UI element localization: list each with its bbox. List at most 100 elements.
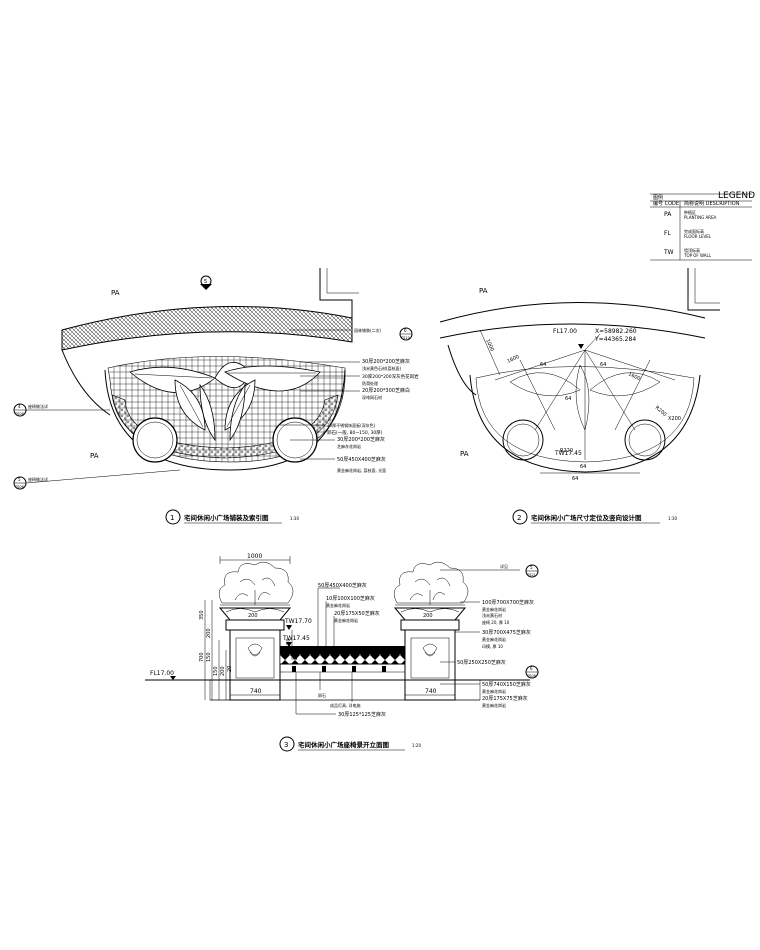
- planter-right: [624, 419, 666, 461]
- svg-text:黄金麻花岗岩: 黄金麻花岗岩: [482, 702, 506, 708]
- svg-text:黄金麻花岗岩: 黄金麻花岗岩: [482, 636, 506, 642]
- elev3-notes-top: 50厚450X400芝麻灰 10厚100X100芝麻灰 黄金麻花岗岩 20厚17…: [317, 582, 380, 664]
- legend-title-en: LEGEND: [718, 191, 755, 201]
- svg-text:TS06: TS06: [14, 412, 24, 416]
- dim-text: 1000: [484, 338, 495, 352]
- svg-text:浅米黄色石材(荔枝面): 浅米黄色石材(荔枝面): [362, 365, 402, 371]
- svg-text:200: 200: [220, 666, 226, 676]
- svg-text:20厚200*300芝麻白: 20厚200*300芝麻白: [362, 387, 410, 394]
- dim-bottom-right: 740: [425, 688, 437, 695]
- legend-row-tw: TW 墙顶标高 TOP OF WALL: [663, 247, 712, 258]
- svg-text:浅米黄石材: 浅米黄石材: [482, 612, 502, 618]
- svg-text:5: 5: [530, 565, 533, 570]
- caption-text: 宅间休闲小广场尺寸定位及竖向设计图: [531, 513, 642, 522]
- legend-desc-cn: 完成面标高: [684, 228, 704, 234]
- svg-text:3: 3: [284, 741, 288, 749]
- plan1-notes: 30厚200*200芝麻灰 浅米黄色石材(荔枝面) 30厚200*200深灰色花…: [280, 358, 419, 473]
- legend: 图例 LEGEND 编号 CODE 简称说明 DESCRIPTION PA 种植…: [650, 191, 755, 261]
- legend-desc-en: FLOOR LEVEL: [684, 234, 712, 239]
- svg-text:150: 150: [213, 666, 219, 676]
- svg-text:座椅做法详: 座椅做法详: [28, 476, 48, 482]
- svg-text:成品灯具, 详电施: 成品灯具, 详电施: [330, 702, 361, 708]
- plan-2-dimension-layout: 1000 1600 64 64 64 1600 R200 X200 64 R22…: [439, 268, 720, 525]
- tw-lower: TW17.45: [282, 635, 310, 647]
- caption-2: 2 宅间休闲小广场尺寸定位及竖向设计图 1:30: [512, 509, 677, 525]
- planter-pot: [218, 607, 292, 621]
- dim-text: X200: [668, 416, 681, 422]
- svg-text:200: 200: [423, 613, 433, 619]
- svg-text:TW17.70: TW17.70: [284, 618, 312, 625]
- legend-desc-cn: 种植区: [684, 209, 696, 215]
- svg-text:印模, 厚 10: 印模, 厚 10: [482, 643, 503, 649]
- coord-x: X=58982.260: [595, 328, 637, 335]
- caption-text: 宅间休闲小广场铺装及索引图: [184, 513, 269, 522]
- svg-text:芝麻灰花岗岩: 芝麻灰花岗岩: [337, 443, 361, 449]
- dim-text: R220: [560, 448, 573, 454]
- caption-1: 1 宅间休闲小广场铺装及索引图 1:30: [165, 509, 299, 525]
- svg-text:30厚700X475芝麻灰: 30厚700X475芝麻灰: [482, 629, 531, 636]
- svg-text:黄金麻花岗岩, 荔枝面, 光面: 黄金麻花岗岩, 荔枝面, 光面: [337, 467, 386, 473]
- svg-text:防滑处理: 防滑处理: [362, 380, 378, 386]
- dim-text: 64: [580, 464, 586, 470]
- svg-text:50厚740X150芝麻灰: 50厚740X150芝麻灰: [482, 681, 531, 688]
- legend-desc-en: PLANTING AREA: [684, 215, 716, 220]
- dim-text: 64: [565, 396, 571, 402]
- legend-desc-cn: 墙顶标高: [684, 247, 700, 253]
- pier-right: [393, 604, 467, 701]
- svg-text:50厚450X400芝麻灰: 50厚450X400芝麻灰: [318, 582, 367, 589]
- svg-text:1:30: 1:30: [668, 516, 677, 521]
- caption-3: 3 宅间休闲小广场座椅景开立面图 1:20: [279, 736, 421, 752]
- svg-text:TW17.45: TW17.45: [282, 635, 310, 642]
- dim-text: 1600: [627, 371, 641, 382]
- pa-label: PA: [479, 287, 488, 295]
- legend-row-pa: PA 种植区 PLANTING AREA: [664, 209, 716, 220]
- svg-text:深啡网石材: 深啡网石材: [362, 394, 382, 400]
- svg-text:50厚450X400芝麻灰: 50厚450X400芝麻灰: [337, 456, 386, 463]
- svg-text:2: 2: [517, 514, 521, 522]
- svg-text:30厚125*125芝麻灰: 30厚125*125芝麻灰: [338, 711, 386, 718]
- elevation-3-bench: 1000 350 200 700 150 150 200 20 190 230 …: [145, 553, 539, 752]
- section-mark-num: 5: [204, 279, 207, 285]
- plan-1-paving-index: 5 PA PA 4 TS06 座椅做法详 5 TS06 座椅做法详 园林铺装(二…: [13, 268, 419, 525]
- svg-text:4: 4: [18, 404, 21, 409]
- svg-text:30厚200*200芝麻灰: 30厚200*200芝麻灰: [362, 358, 410, 365]
- shrub-right: [393, 561, 469, 605]
- planter-left: [502, 419, 544, 461]
- elev3-notes-right: 100厚700X700芝麻灰 黄金麻花岗岩 浅米黄石材 座椅 20, 厚 10 …: [440, 599, 534, 708]
- svg-text:黄金麻花岗岩: 黄金麻花岗岩: [326, 602, 350, 608]
- bench-lamps: [292, 666, 386, 672]
- fl-marker: FL17.00: [553, 328, 584, 349]
- svg-text:TS10: TS10: [400, 336, 410, 340]
- svg-text:10厚100X100芝麻灰: 10厚100X100芝麻灰: [326, 595, 375, 602]
- svg-text:150: 150: [206, 652, 212, 662]
- callout-6: 园林铺装(二次) 6 TS10: [290, 327, 413, 341]
- svg-text:700: 700: [199, 652, 205, 662]
- legend-code: FL: [664, 230, 671, 237]
- svg-text:黄金麻花岗岩: 黄金麻花岗岩: [482, 688, 506, 694]
- svg-text:黄金麻花岗岩: 黄金麻花岗岩: [482, 606, 506, 612]
- paving-band: [61, 306, 353, 351]
- svg-text:详见: 详见: [500, 563, 508, 569]
- svg-text:座椅 20, 厚 10: 座椅 20, 厚 10: [482, 619, 510, 625]
- svg-text:6: 6: [404, 328, 407, 333]
- radial-dimensions: [494, 349, 676, 460]
- svg-text:30厚不锈钢饰面板(深灰色): 30厚不锈钢饰面板(深灰色): [327, 422, 376, 428]
- callout-5-elev: 详见 5 TS21: [440, 563, 539, 578]
- svg-text:30厚200*200深灰色花岗岩: 30厚200*200深灰色花岗岩: [362, 373, 419, 380]
- callout-6-elev: 6 TS06: [525, 665, 539, 679]
- legend-desc-en: TOP OF WALL: [683, 253, 712, 258]
- svg-text:黄金麻花岗岩: 黄金麻花岗岩: [334, 617, 358, 623]
- dim-text: 64: [572, 476, 578, 482]
- svg-text:1:20: 1:20: [412, 743, 421, 748]
- legend-code: TW: [663, 249, 674, 256]
- legend-row-fl: FL 完成面标高 FLOOR LEVEL: [664, 228, 712, 239]
- coord-y: Y=44365.284: [594, 336, 636, 343]
- plaza-outline: [469, 374, 701, 473]
- svg-text:230: 230: [293, 650, 299, 660]
- dim-text: R200: [654, 405, 668, 418]
- dim-text: 64: [600, 362, 606, 368]
- svg-text:FL17.00: FL17.00: [150, 670, 174, 677]
- pa-label: PA: [90, 452, 99, 460]
